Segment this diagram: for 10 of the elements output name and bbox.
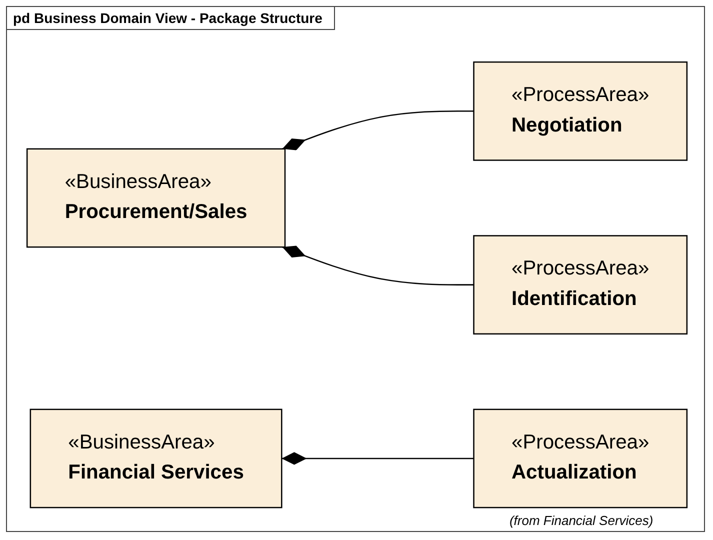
- package-box: «BusinessArea» Procurement/Sales: [26, 148, 286, 248]
- package-box: «BusinessArea» Financial Services: [30, 408, 282, 508]
- composition-line: [282, 246, 474, 286]
- package-box: «ProcessArea» Negotiation: [473, 62, 688, 162]
- package-box: «ProcessArea» Actualization: [473, 408, 688, 508]
- package-box: «ProcessArea» Identification: [473, 235, 688, 335]
- origin-note: (from Financial Services): [509, 512, 654, 528]
- frame-title: pd Business Domain View - Package Structure: [7, 7, 336, 30]
- composition-line: [282, 452, 474, 465]
- composition-line: [282, 110, 474, 150]
